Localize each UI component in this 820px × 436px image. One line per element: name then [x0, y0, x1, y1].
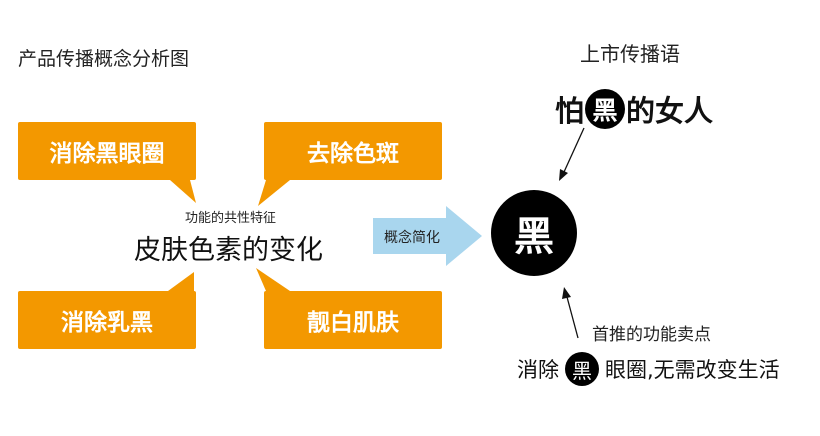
- selling-point-label: 首推的功能卖点: [592, 325, 711, 345]
- launch-slogan-title: 上市传播语: [580, 42, 680, 66]
- pigment-change-label: 皮肤色素的变化: [134, 235, 323, 266]
- slogan-highlight-disc: 黑: [585, 89, 626, 129]
- callout-remove-nipple-darkening: 消除乳黑: [18, 291, 196, 349]
- selling-arrow-head: [562, 287, 571, 299]
- slogan-suffix: 的女人: [626, 94, 714, 128]
- statement-highlight-char: 黑: [572, 358, 592, 383]
- callout-label: 去除色斑: [307, 141, 399, 167]
- core-concept-char: 黑: [514, 214, 554, 260]
- statement-prefix: 消除: [517, 358, 559, 382]
- statement-highlight-disc: 黑: [565, 352, 599, 386]
- simplify-arrow-label: 概念简化: [384, 230, 440, 246]
- diagram-title: 产品传播概念分析图: [18, 48, 190, 70]
- callout-pointer-top-right: [258, 180, 290, 206]
- callout-remove-dark-circles: 消除黑眼圈: [18, 122, 196, 180]
- statement-suffix: 眼圈,无需改变生活: [605, 358, 780, 382]
- simplify-arrow-shape: [373, 206, 482, 266]
- callout-pointer-bottom-right: [256, 268, 290, 291]
- slogan-arrow-head: [559, 169, 568, 181]
- slogan-arrow-line: [563, 127, 585, 173]
- launch-slogan: 怕 黑 的女人: [555, 88, 713, 130]
- core-concept-circle: 黑: [491, 190, 577, 276]
- callout-pointer-top-left: [170, 180, 196, 203]
- callout-label: 消除乳黑: [61, 310, 153, 336]
- common-feature-label: 功能的共性特征: [185, 211, 277, 226]
- callout-label: 消除黑眼圈: [49, 141, 165, 167]
- callout-label: 靓白肌肤: [307, 310, 399, 336]
- slogan-highlight-char: 黑: [592, 96, 618, 125]
- selling-point-statement: 消除 黑 眼圈,无需改变生活: [517, 352, 780, 386]
- callout-whiten-skin: 靓白肌肤: [264, 291, 442, 349]
- slogan-prefix: 怕: [555, 94, 585, 128]
- callout-remove-spots: 去除色斑: [264, 122, 442, 180]
- callout-pointer-bottom-left: [168, 272, 194, 291]
- selling-arrow-line: [566, 296, 579, 339]
